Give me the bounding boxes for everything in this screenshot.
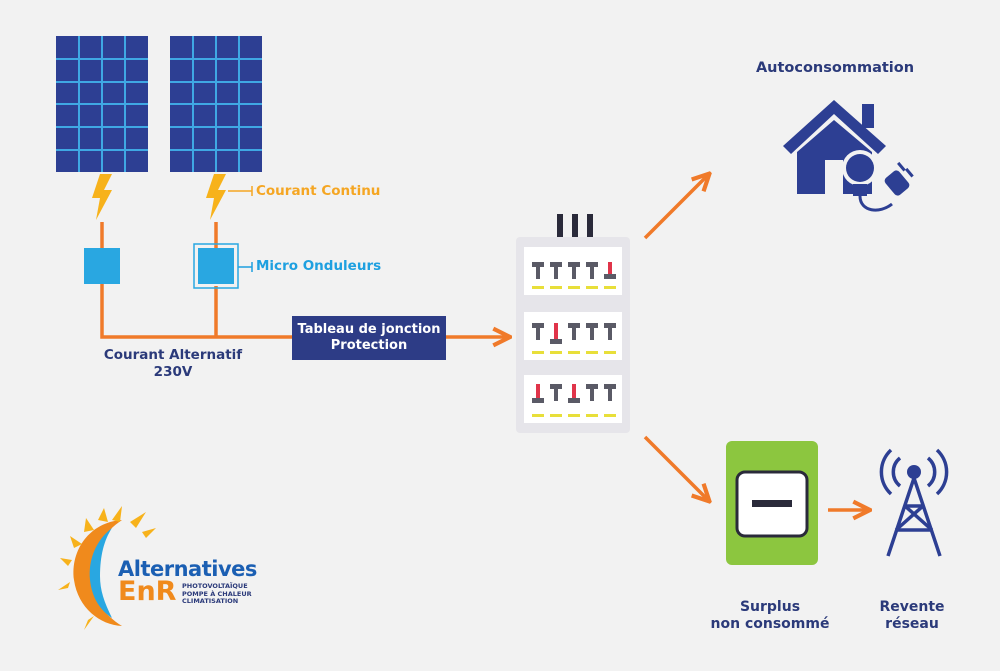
solar-panel-icon — [170, 36, 262, 172]
plug-icon — [884, 161, 914, 196]
tableau-line2: Protection — [330, 338, 408, 353]
logo-tagline-2: POMPE À CHALEUR — [182, 589, 252, 598]
label-micro-onduleurs: Micro Onduleurs — [256, 258, 382, 274]
logo-tagline-1: PHOTOVOLTAÏQUE — [182, 582, 248, 590]
label-courant-alternatif: Courant Alternatif 230V — [92, 347, 254, 381]
micro-inverter-icon — [84, 248, 120, 284]
label-courant-alternatif-line1: Courant Alternatif — [103, 347, 243, 363]
label-courant-alternatif-line2: 230V — [153, 364, 193, 380]
light-bulb-icon — [842, 150, 893, 212]
label-revente-line2: réseau — [885, 616, 939, 632]
logo-enr: EnR — [118, 576, 177, 607]
lightning-icon — [92, 174, 112, 220]
logo-tagline-3: CLIMATISATION — [182, 597, 239, 605]
electric-meter-icon — [726, 441, 818, 565]
lightning-icon — [206, 174, 226, 220]
logo-name: Alternatives — [118, 557, 257, 581]
solar-panel-icon — [56, 36, 148, 172]
label-revente: Revente réseau — [862, 599, 962, 633]
logo-sun-icon — [58, 506, 156, 630]
logo-tagline: PHOTOVOLTAÏQUE POMPE À CHALEUR CLIMATISA… — [182, 582, 252, 606]
breaker-box-icon — [516, 214, 630, 433]
label-autoconsommation: Autoconsommation — [755, 60, 915, 76]
antenna-tower-icon — [879, 448, 949, 557]
label-surplus-line1: Surplus — [739, 599, 801, 615]
micro-inverter-icon — [193, 243, 239, 289]
tableau-line1: Tableau de jonction — [297, 322, 441, 337]
label-revente-line1: Revente — [879, 599, 945, 615]
label-surplus-line2: non consommé — [710, 616, 830, 632]
label-courant-continu: Courant Continu — [256, 183, 381, 199]
tableau-jonction-box: Tableau de jonction Protection — [292, 316, 446, 360]
label-surplus: Surplus non consommé — [690, 599, 850, 633]
